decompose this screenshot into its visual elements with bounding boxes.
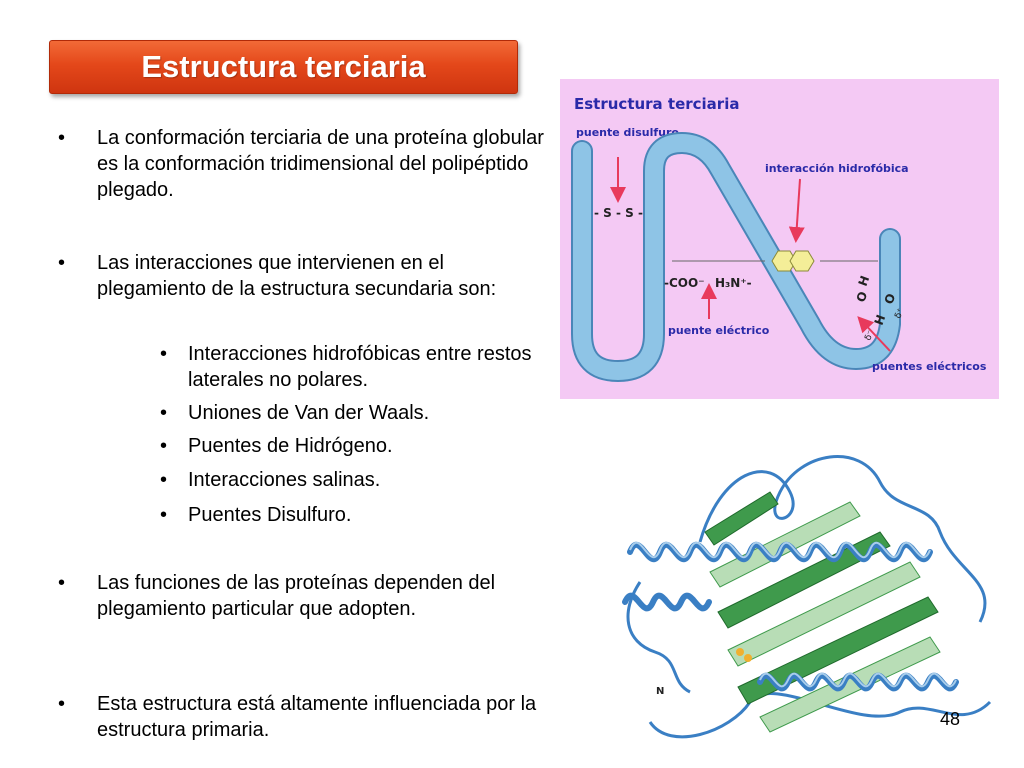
bullet-mark: • [160,402,168,424]
beta-strand [717,531,891,629]
label-disulfide: puente disulfuro [576,126,679,139]
bullet-mark: • [160,504,168,526]
hydrophobic-ring-right [789,250,815,272]
n-terminus-label: N [656,686,664,697]
alpha-helix [757,672,959,692]
protein-loop [626,581,691,694]
label-electric-bridges: puentes eléctricos [872,360,987,373]
label-coo: -COO⁻ [664,276,705,290]
label-hydrogen-2: H [872,313,889,327]
sub-bullet-text: Puentes Disulfuro. [188,504,352,526]
disulfide-atom [736,648,744,656]
protein-ribbon-model: N [610,432,1010,752]
sub-bullet-text: Interacciones salinas. [188,469,381,491]
arrow-electric-bridges [857,316,891,352]
diagram-title: Estructura terciaria [574,95,739,113]
protein-loop [698,455,987,623]
diagram-svg: Estructura terciaria puente disulfuro in… [571,95,987,382]
slide-body: • La conformación terciaria de una prote… [58,127,544,741]
bullet-mark: • [58,127,66,149]
helix-highlights [629,541,957,688]
label-oxygen-1: O [854,290,871,304]
bullet-text: Las funciones de las proteínas dependen … [97,572,496,620]
polypeptide-ribbon [573,134,899,380]
bullet-text: Esta estructura está altamente influenci… [97,693,537,741]
alpha-helix [622,592,712,612]
sub-bullet-text: Interacciones hidrofóbicas entre restos … [188,343,532,391]
label-hydrophobic: interacción hidrofóbica [765,162,909,175]
tertiary-structure-diagram: Estructura terciaria puente disulfuro in… [560,79,999,399]
bullet-mark: • [160,469,168,491]
slide-title-banner: Estructura terciaria [49,40,518,94]
bullet-mark: • [58,252,66,274]
helix-highlight [629,541,931,559]
bullet-mark: • [160,435,168,457]
bullet-mark: • [58,693,66,715]
hydrophobic-ring-left [771,250,797,272]
label-h3n: H₃N⁺- [715,276,752,290]
label-hydrogen-1: H [856,274,873,288]
label-delta-plus: δ⁺ [893,307,906,320]
bullet-mark: • [160,343,168,365]
sub-bullet-text: Puentes de Hidrógeno. [188,435,393,457]
bullet-mark: • [58,572,66,594]
beta-strand [759,636,941,733]
helix-highlight [759,672,957,688]
slide-title: Estructura terciaria [141,49,426,84]
disulfide-atom [744,654,752,662]
beta-strand [704,491,779,546]
beta-strand [727,561,921,667]
beta-sheet [704,491,941,733]
sub-bullet-text: Uniones de Van der Waals. [188,402,430,424]
bullet-text: Las interacciones que intervienen en el … [97,252,497,300]
page-number: 48 [940,709,961,729]
label-electric-bridge: puente eléctrico [668,324,770,337]
label-oxygen-2: O [882,292,899,306]
protein-svg: N [622,455,992,739]
label-ss: - S - S - [594,206,643,220]
label-delta-minus: δ⁻ [863,329,876,342]
arrow-hydrophobic [788,178,805,243]
bullet-text: La conformación terciaria de una proteín… [97,127,544,201]
